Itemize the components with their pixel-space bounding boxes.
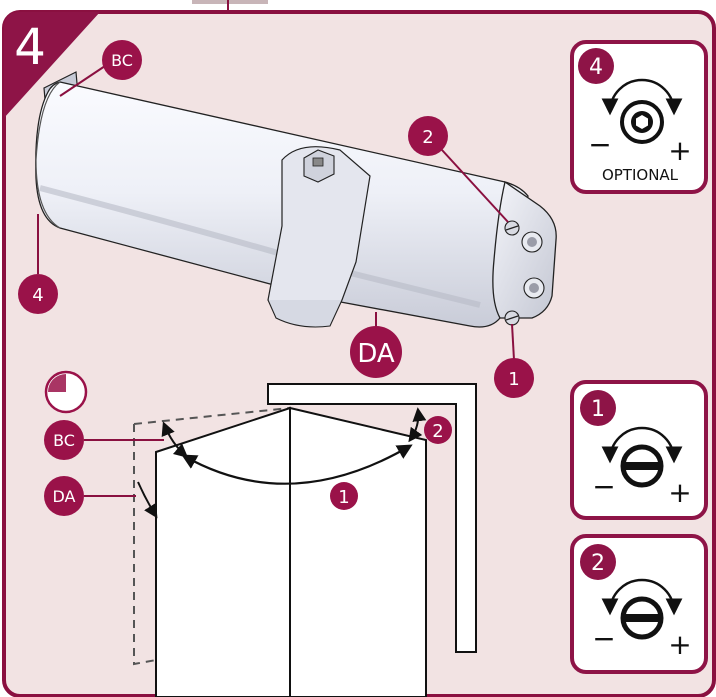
callout-valve-2-label: 2 xyxy=(422,127,433,148)
callout-arc-1-label: 1 xyxy=(338,487,349,508)
callout-da-door-label: DA xyxy=(53,487,76,506)
callout-da-closer: DA xyxy=(350,312,402,378)
panel-2-plus: + xyxy=(668,628,691,661)
callout-valve-1: 1 xyxy=(494,323,534,398)
latch-speed-arc xyxy=(408,407,427,443)
callout-da-label: DA xyxy=(357,339,395,369)
adjustment-panel-1: 1 − + xyxy=(570,380,708,520)
callout-valve-4: 4 xyxy=(18,214,58,314)
step-number-badge: 4 xyxy=(4,12,100,118)
panel-4-caption: OPTIONAL xyxy=(602,166,679,184)
callout-arc-2: 2 xyxy=(424,416,452,444)
callout-bc-closer: BC xyxy=(59,40,142,97)
panel-4-plus: + xyxy=(668,134,691,167)
hex-socket-dial-icon xyxy=(601,78,683,144)
panel-1-badge: 1 xyxy=(591,397,605,422)
panel-4-minus: − xyxy=(588,128,611,161)
step-number: 4 xyxy=(14,18,46,76)
panel-2-badge: 2 xyxy=(591,551,605,576)
adjustment-panel-2: 2 − + xyxy=(570,534,708,674)
panel-1-minus: − xyxy=(592,470,615,503)
callout-valve-2: 2 xyxy=(408,116,509,223)
closing-speed-arc xyxy=(181,444,413,485)
panel-2-minus: − xyxy=(592,622,615,655)
callout-bc-door: BC xyxy=(44,420,164,460)
callout-bc-label: BC xyxy=(111,51,133,70)
callout-arc-2-label: 2 xyxy=(432,421,443,442)
slotted-screw-dial-icon xyxy=(601,578,683,640)
panel-1-plus: + xyxy=(668,476,691,509)
clock-icon xyxy=(44,370,88,414)
panel-4-badge: 4 xyxy=(589,55,603,80)
delayed-action-arc xyxy=(137,481,158,519)
callout-valve-1-label: 1 xyxy=(508,369,519,390)
slotted-screw-dial-icon xyxy=(601,426,683,488)
backcheck-arc xyxy=(161,421,189,458)
callout-arc-1: 1 xyxy=(330,482,358,510)
callout-da-door: DA xyxy=(44,476,136,516)
callout-bc-door-label: BC xyxy=(53,431,75,450)
door-closer-illustration xyxy=(35,71,557,328)
callout-valve-4-label: 4 xyxy=(32,285,43,306)
door-swing-diagram xyxy=(133,383,477,697)
adjustment-panel-4: 4 − + OPTIONAL xyxy=(570,40,708,194)
